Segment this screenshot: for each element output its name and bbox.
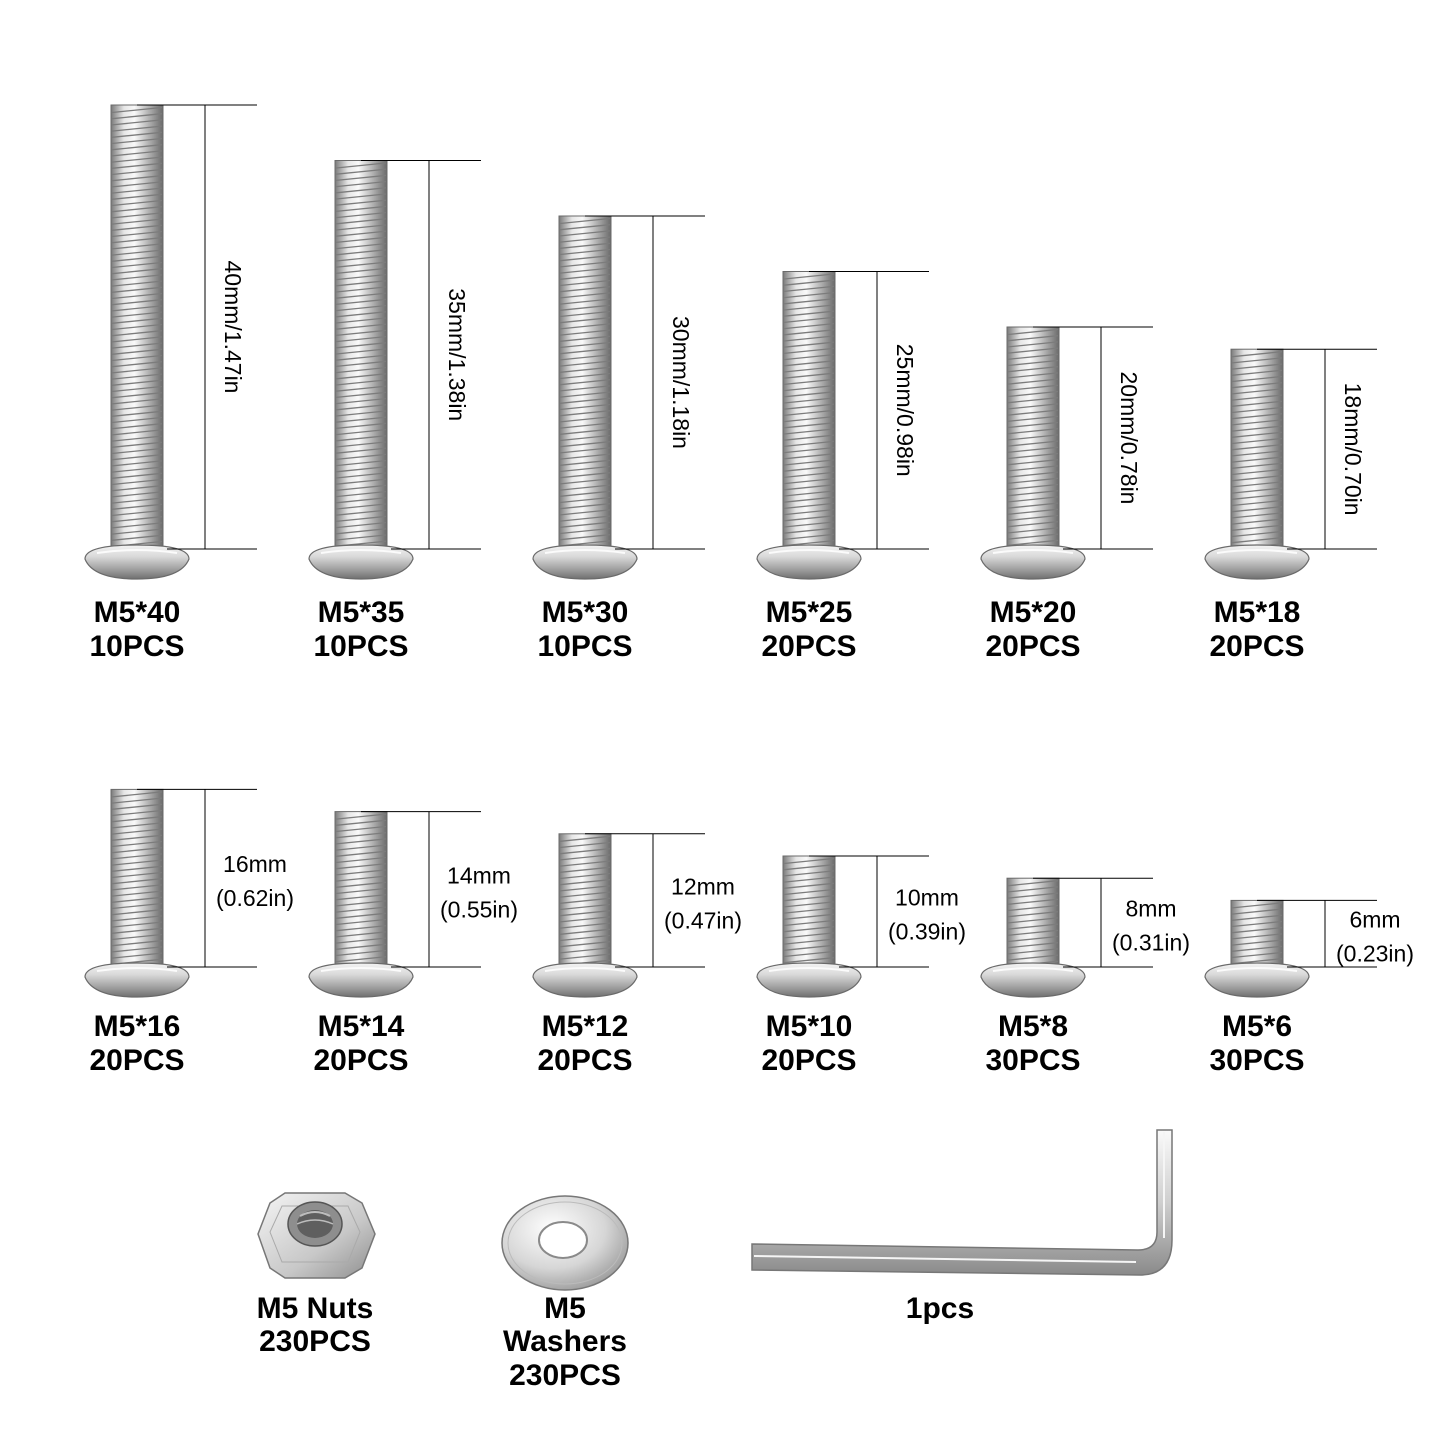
screw-spec-label: M5*20 xyxy=(990,596,1077,629)
screw-m5x25: 25mm/0.98in M5*25 20PCS xyxy=(756,271,929,663)
button-head-screw-icon xyxy=(1204,348,1310,580)
dimension-lines xyxy=(137,788,257,968)
dimension-lines xyxy=(585,833,705,968)
dimension-lines xyxy=(809,855,929,968)
screw-qty-label: 10PCS xyxy=(313,630,408,663)
screw-m5x16: 16mm (0.62in) M5*16 20PCS xyxy=(84,788,294,1077)
screw-spec-label: M5*18 xyxy=(1214,596,1301,629)
dimension-in-label: (0.31in) xyxy=(1112,930,1190,956)
dimension-label: 20mm/0.78in xyxy=(1116,372,1142,505)
dimension-label: 18mm/0.70in xyxy=(1340,383,1366,516)
hex-key-item: 1pcs xyxy=(751,1129,1173,1325)
dimension-label: 30mm/1.18in xyxy=(668,316,694,449)
dimension-mm-label: 16mm xyxy=(223,851,287,877)
screw-m5x18: 18mm/0.70in M5*18 20PCS xyxy=(1204,348,1377,663)
screw-spec-label: M5*14 xyxy=(318,1010,405,1043)
washers-size-label: M5 xyxy=(544,1292,586,1325)
button-head-screw-icon xyxy=(980,326,1086,580)
screw-m5x12: 12mm (0.47in) M5*12 20PCS xyxy=(532,833,742,1077)
dimension-lines xyxy=(1033,326,1153,550)
screw-qty-label: 20PCS xyxy=(761,630,856,663)
button-head-screw-icon xyxy=(308,160,414,580)
screw-m5x35: 35mm/1.38in M5*35 10PCS xyxy=(308,160,481,663)
dimension-mm-label: 12mm xyxy=(671,873,735,899)
dimension-in-label: (0.39in) xyxy=(888,919,966,945)
screw-spec-label: M5*16 xyxy=(94,1010,181,1043)
dimension-lines xyxy=(137,104,257,550)
screw-m5x14: 14mm (0.55in) M5*14 20PCS xyxy=(308,811,518,1077)
dimension-label: 40mm/1.47in xyxy=(220,261,246,394)
dimension-mm-label: 6mm xyxy=(1349,907,1400,933)
button-head-screw-icon xyxy=(532,833,638,998)
screw-m5x40: 40mm/1.47in M5*40 10PCS xyxy=(84,104,257,663)
screw-spec-label: M5*40 xyxy=(94,596,181,629)
dimension-lines xyxy=(361,811,481,968)
dimension-in-label: (0.55in) xyxy=(440,896,518,922)
screw-qty-label: 20PCS xyxy=(537,1044,632,1077)
button-head-screw-icon xyxy=(532,215,638,580)
screw-qty-label: 20PCS xyxy=(985,630,1080,663)
screw-qty-label: 20PCS xyxy=(1209,630,1304,663)
screw-row-2: 16mm (0.62in) M5*16 20PCS 14mm (0.55in) … xyxy=(84,788,1414,1077)
hex-key-icon xyxy=(751,1129,1173,1276)
screw-spec-label: M5*35 xyxy=(318,596,405,629)
washer-item: M5 Washers 230PCS xyxy=(501,1195,629,1392)
dimension-in-label: (0.23in) xyxy=(1336,941,1414,967)
screw-spec-label: M5*25 xyxy=(766,596,853,629)
button-head-screw-icon xyxy=(84,104,190,580)
screw-qty-label: 30PCS xyxy=(1209,1044,1304,1077)
screw-m5x30: 30mm/1.18in M5*30 10PCS xyxy=(532,215,705,663)
nuts-qty-label: 230PCS xyxy=(259,1325,371,1358)
hex-nut-icon xyxy=(257,1192,376,1279)
dimension-label: 25mm/0.98in xyxy=(892,344,918,477)
button-head-screw-icon xyxy=(84,788,190,998)
dimension-lines xyxy=(1257,899,1377,968)
screw-qty-label: 20PCS xyxy=(313,1044,408,1077)
dimension-lines xyxy=(809,271,929,550)
washers-qty-label: 230PCS xyxy=(509,1359,621,1392)
button-head-screw-icon xyxy=(980,877,1086,998)
screw-qty-label: 10PCS xyxy=(89,630,184,663)
button-head-screw-icon xyxy=(756,855,862,998)
nuts-label: M5 Nuts xyxy=(257,1292,374,1325)
screw-spec-label: M5*10 xyxy=(766,1010,853,1043)
screw-spec-label: M5*6 xyxy=(1222,1010,1292,1043)
dimension-lines xyxy=(1033,877,1153,968)
washers-label: Washers xyxy=(503,1325,627,1358)
button-head-screw-icon xyxy=(756,271,862,580)
button-head-screw-icon xyxy=(308,811,414,998)
screw-qty-label: 20PCS xyxy=(89,1044,184,1077)
screw-m5x8: 8mm (0.31in) M5*8 30PCS xyxy=(980,877,1190,1077)
dimension-mm-label: 10mm xyxy=(895,885,959,911)
nut-item: M5 Nuts 230PCS xyxy=(257,1192,376,1358)
dimension-in-label: (0.62in) xyxy=(216,885,294,911)
button-head-screw-icon xyxy=(1204,899,1310,998)
dimension-in-label: (0.47in) xyxy=(664,907,742,933)
dimension-lines xyxy=(1257,348,1377,550)
screw-m5x6: 6mm (0.23in) M5*6 30PCS xyxy=(1204,899,1414,1077)
dimension-mm-label: 8mm xyxy=(1125,896,1176,922)
screw-qty-label: 10PCS xyxy=(537,630,632,663)
screw-m5x10: 10mm (0.39in) M5*10 20PCS xyxy=(756,855,966,1077)
dimension-label: 35mm/1.38in xyxy=(444,288,470,421)
screw-spec-label: M5*30 xyxy=(542,596,629,629)
screw-qty-label: 30PCS xyxy=(985,1044,1080,1077)
dimension-mm-label: 14mm xyxy=(447,862,511,888)
dimension-lines xyxy=(585,215,705,550)
screw-qty-label: 20PCS xyxy=(761,1044,856,1077)
dimension-lines xyxy=(361,160,481,550)
screw-row-1: 40mm/1.47in M5*40 10PCS 35mm/1.38in M5*3… xyxy=(84,104,1377,663)
hex-key-qty-label: 1pcs xyxy=(906,1292,974,1325)
screw-spec-label: M5*8 xyxy=(998,1010,1068,1043)
screw-spec-label: M5*12 xyxy=(542,1010,629,1043)
flat-washer-icon xyxy=(501,1195,629,1291)
screw-m5x20: 20mm/0.78in M5*20 20PCS xyxy=(980,326,1153,663)
